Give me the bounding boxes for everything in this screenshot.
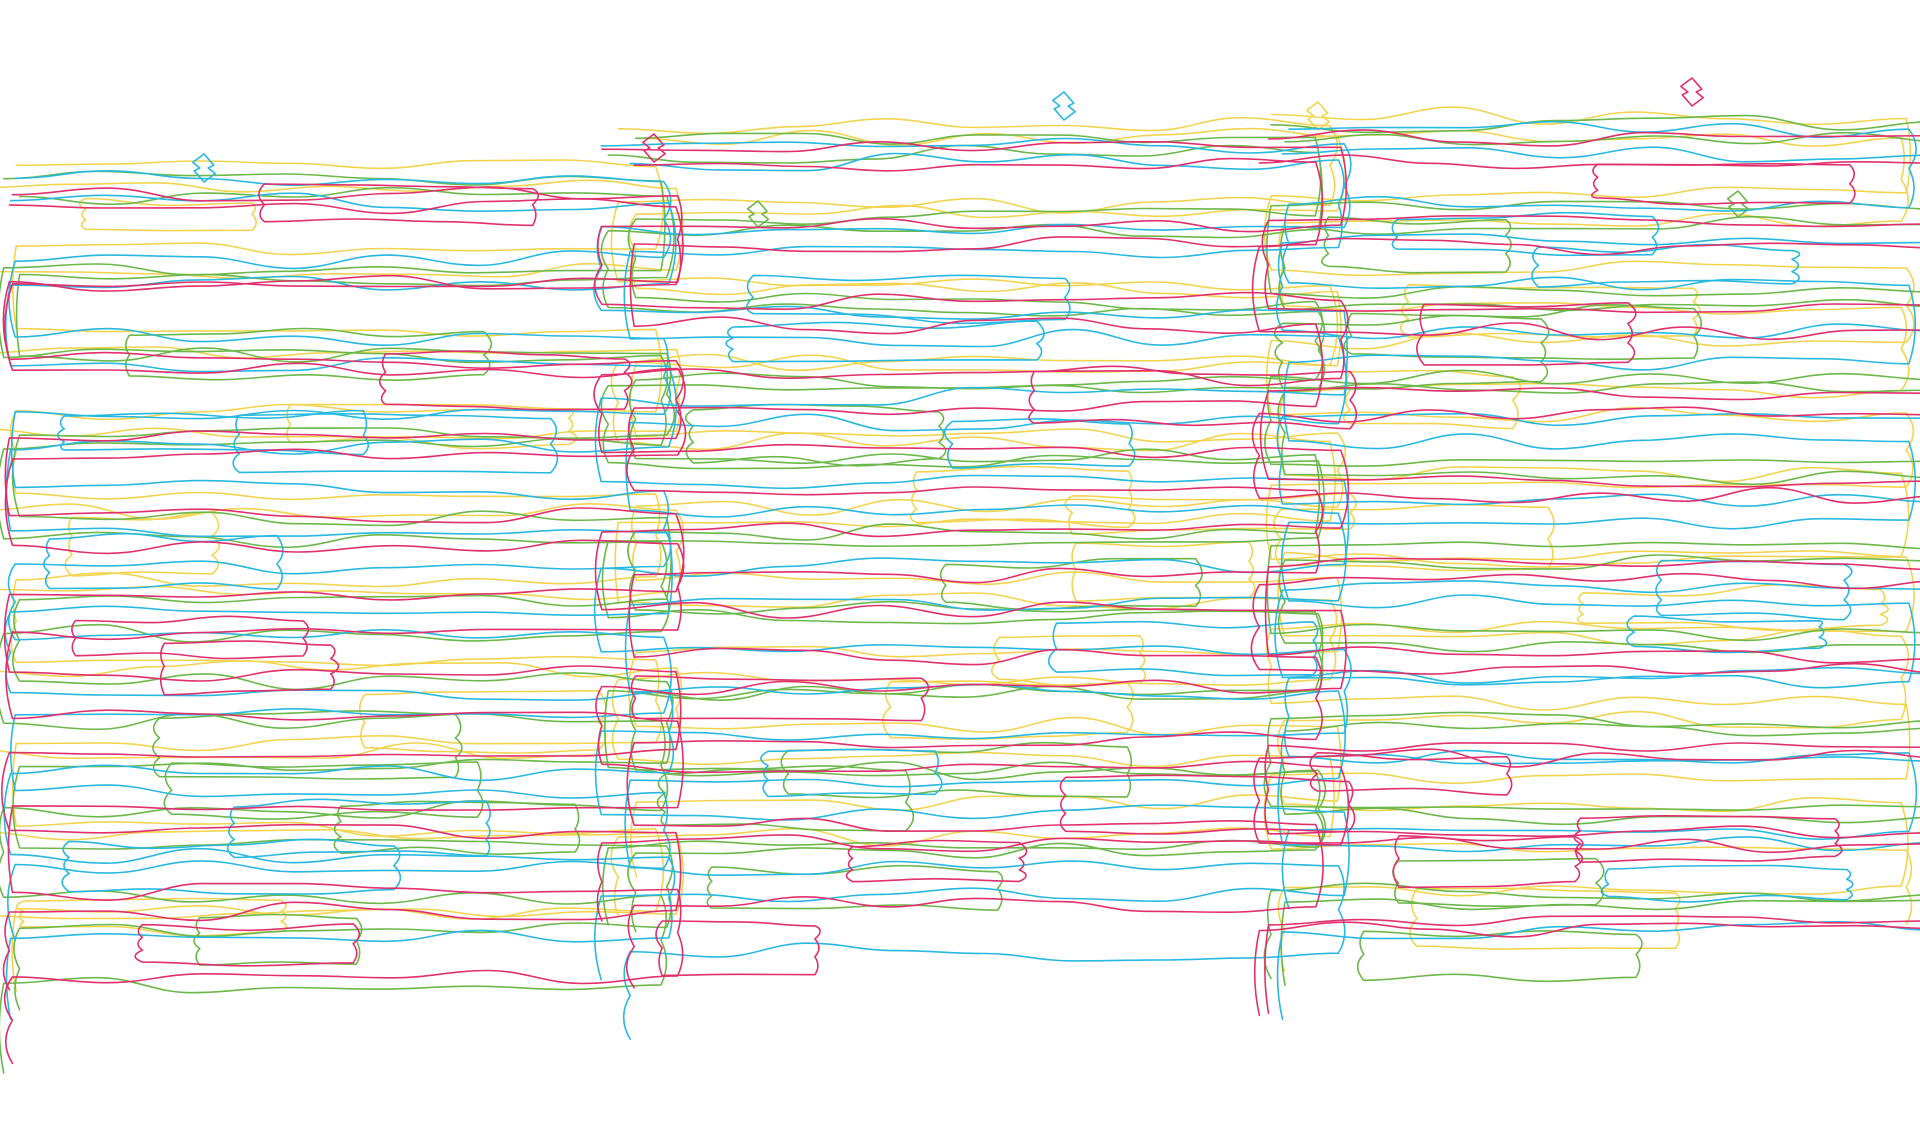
green-serpentine-1-0 [627, 132, 1324, 933]
yellow-blob-2-4 [1342, 369, 1521, 430]
cyan-line-layer [3, 91, 1920, 1040]
yellow-arrow-marker-4 [1306, 101, 1330, 131]
green-serpentine-0-0 [0, 170, 670, 1074]
cyan-blob-0-2 [61, 838, 402, 895]
cyan-arrow-marker-0 [192, 153, 216, 183]
magenta-blob-2-3 [1392, 835, 1584, 889]
cyan-arrow-marker-3 [1052, 91, 1076, 121]
magenta-blob-0-1 [378, 350, 633, 411]
yellow-blob-2-3 [1576, 583, 1889, 632]
yellow-serpentine-0-1 [0, 179, 685, 920]
magenta-blob-2-4 [1416, 302, 1637, 366]
green-blob-1-2 [780, 741, 1133, 799]
cyan-blob-2-0 [1391, 211, 1660, 257]
magenta-blob-0-4 [258, 183, 540, 227]
magenta-blob-1-0 [655, 920, 821, 977]
yellow-blob-1-2 [1071, 541, 1256, 602]
yellow-serpentine-2-1 [1276, 129, 1910, 972]
magenta-arrow-marker-5 [1680, 77, 1704, 107]
cyan-blob-0-0 [43, 532, 284, 590]
green-serpentine-2-1 [1277, 131, 1920, 987]
cyan-serpentine-1-1 [622, 152, 1347, 1040]
cyan-blob-1-3 [745, 274, 1071, 325]
cyan-blob-0-1 [56, 409, 370, 456]
yellow-blob-0-4 [78, 197, 257, 232]
yellow-blob-1-1 [882, 680, 1134, 740]
green-serpentine-2-0 [1263, 114, 1920, 980]
green-blob-0-4 [333, 800, 581, 855]
magenta-serpentine-2-0 [1259, 129, 1920, 1014]
magenta-blob-2-1 [1573, 815, 1843, 863]
cyan-blob-1-1 [943, 418, 1136, 469]
magenta-arrow-marker-1 [642, 133, 666, 163]
magenta-blob-2-0 [1590, 163, 1856, 206]
cyan-blob-0-3 [232, 413, 559, 474]
magenta-blob-0-2 [159, 640, 340, 696]
magenta-serpentine-1-0 [593, 141, 1350, 922]
green-blob-2-4 [1392, 857, 1605, 907]
magenta-blob-1-4 [1059, 774, 1356, 835]
yellow-blob-2-2 [1409, 887, 1681, 950]
yellow-blob-1-3 [909, 465, 1136, 529]
green-arrow-marker-2 [746, 200, 770, 228]
green-blob-0-3 [125, 327, 493, 381]
cyan-blob-1-0 [760, 748, 943, 798]
green-blob-2-1 [1356, 930, 1643, 983]
green-blob-0-0 [152, 710, 463, 780]
cyan-blob-2-4 [1626, 615, 1828, 654]
magenta-blob-0-0 [71, 615, 310, 660]
cyan-blob-1-4 [725, 320, 1045, 363]
magenta-serpentine-0-0 [3, 186, 687, 1065]
magenta-serpentine-1-1 [625, 157, 1324, 989]
yellow-blob-1-0 [1064, 492, 1357, 536]
yellow-blob-1-4 [990, 634, 1147, 687]
cyan-blob-1-2 [1047, 620, 1319, 677]
yellow-serpentine-0-0 [9, 159, 665, 992]
green-blob-2-3 [1320, 216, 1512, 274]
green-blob-1-1 [656, 765, 915, 832]
green-blob-0-2 [163, 761, 484, 820]
magenta-blob-1-2 [1028, 365, 1358, 430]
magenta-blob-0-3 [134, 923, 361, 967]
magenta-blob-2-2 [1309, 752, 1513, 796]
cyan-serpentine-2-1 [1274, 146, 1920, 1020]
green-blob-1-4 [684, 403, 947, 467]
yellow-serpentine-1-1 [627, 127, 1347, 878]
green-blob-2-2 [1343, 304, 1703, 360]
magenta-line-layer [1, 77, 1920, 1065]
yellow-serpentine-2-0 [1263, 106, 1915, 926]
green-line-layer [0, 114, 1920, 1074]
magenta-serpentine-0-1 [1, 198, 685, 991]
cyan-serpentine-1-0 [593, 137, 1352, 981]
magenta-blob-1-3 [630, 675, 930, 722]
cyan-blob-0-4 [226, 798, 491, 859]
green-serpentine-1-1 [600, 144, 1327, 926]
cyan-blob-2-2 [1600, 864, 1854, 903]
yellow-serpentine-1-0 [610, 116, 1339, 918]
magenta-blob-1-1 [845, 839, 1028, 883]
magenta-serpentine-2-1 [1250, 154, 1920, 1017]
